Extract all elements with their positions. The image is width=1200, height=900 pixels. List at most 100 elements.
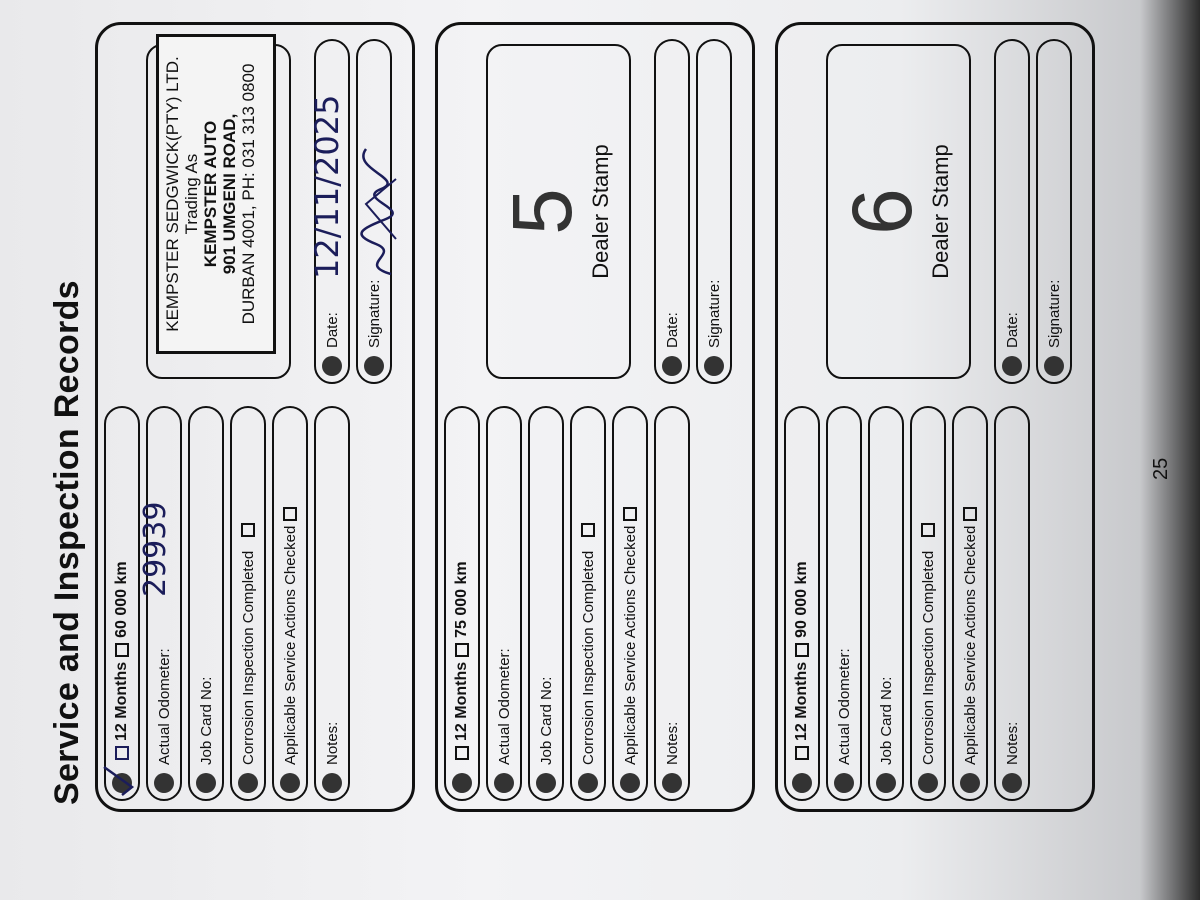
service-record-1: 12 Months 60 000 km Actual Odometer: Job… [95,22,415,812]
bullet-icon [620,773,640,793]
odometer-label: Actual Odometer: [495,648,513,765]
odometer-handwritten: 29939 [138,501,173,597]
dealer-rubber-stamp: KEMPSTER SEDGWICK(PTY) LTD. Trading As K… [156,34,276,354]
bullet-icon [452,773,472,793]
bullet-icon [154,773,174,793]
service-record-2: 12 Months 75 000 km Actual Odometer: Job… [435,22,755,812]
odometer-row: Actual Odometer: [826,406,862,801]
date-handwritten: 12/11/2025 [308,94,346,279]
dealer-stamp-box: 5 Dealer Stamp [486,44,631,379]
stamp-number: 6 [835,188,929,235]
actions-checkbox[interactable] [283,506,297,521]
km-label: 90 000 km [793,561,810,638]
bullet-icon [536,773,556,793]
months-label: 12 Months [453,661,470,741]
corrosion-label: Corrosion Inspection Completed [579,550,597,765]
tick-mark-icon [103,765,135,796]
odometer-row: Actual Odometer: [486,406,522,801]
actions-label: Applicable Service Actions Checked [961,525,979,765]
odometer-label: Actual Odometer: [835,648,853,765]
date-label: Date: [663,312,681,348]
actions-checkbox[interactable] [963,506,977,521]
notes-row: Notes: [654,406,690,801]
actions-checkbox[interactable] [623,506,637,521]
stamp-number: 5 [495,188,589,235]
date-row: Date: [654,39,690,384]
bullet-icon [196,773,216,793]
job-card-row: Job Card No: [188,406,224,801]
page-title: Service and Inspection Records [48,280,86,805]
months-checkbox[interactable] [455,746,469,760]
bullet-icon [918,773,938,793]
bullet-icon [364,356,384,376]
bullet-icon [322,356,342,376]
bullet-icon [1044,356,1064,376]
job-card-row: Job Card No: [528,406,564,801]
actions-row: Applicable Service Actions Checked [612,406,648,801]
bullet-icon [578,773,598,793]
date-label: Date: [1003,312,1021,348]
date-row: Date: [994,39,1030,384]
bullet-icon [834,773,854,793]
job-card-row: Job Card No: [868,406,904,801]
notes-label: Notes: [663,721,681,765]
notes-label: Notes: [323,721,341,765]
corrosion-row: Corrosion Inspection Completed [230,406,266,801]
signature-label: Signature: [365,279,383,348]
odometer-row: Actual Odometer: [146,406,182,801]
corrosion-checkbox[interactable] [921,522,935,537]
corrosion-checkbox[interactable] [241,522,255,537]
notes-label: Notes: [1003,721,1021,765]
bullet-icon [792,773,812,793]
dealer-stamp-label: Dealer Stamp [928,144,953,279]
signature-scribble-icon [360,148,397,276]
interval-row: 12 Months 60 000 km [104,406,140,801]
dealer-stamp-box: 6 Dealer Stamp [826,44,971,379]
notes-row: Notes: [314,406,350,801]
bullet-icon [662,773,682,793]
actions-row: Applicable Service Actions Checked [952,406,988,801]
job-card-label: Job Card No: [877,676,895,765]
bullet-icon [1002,356,1022,376]
dealer-stamp-label: Dealer Stamp [588,144,613,279]
months-label: 12 Months [113,661,130,741]
km-checkbox[interactable] [455,642,469,657]
job-card-label: Job Card No: [537,676,555,765]
corrosion-label: Corrosion Inspection Completed [239,550,257,765]
job-card-label: Job Card No: [197,676,215,765]
bullet-icon [494,773,514,793]
stamp-line: Trading As [182,153,201,235]
bullet-icon [704,356,724,376]
notes-row: Notes: [994,406,1030,801]
stamp-line: KEMPSTER AUTO [201,120,220,268]
signature-label: Signature: [705,279,723,348]
months-checkbox[interactable] [795,746,809,760]
actions-label: Applicable Service Actions Checked [621,525,639,765]
km-label: 75 000 km [453,561,470,638]
date-label: Date: [323,312,341,348]
actions-row: Applicable Service Actions Checked [272,406,308,801]
corrosion-label: Corrosion Inspection Completed [919,550,937,765]
km-checkbox[interactable] [795,642,809,657]
signature-label: Signature: [1045,279,1063,348]
page-number: 25 [1150,457,1172,480]
corrosion-checkbox[interactable] [581,522,595,537]
signature-row: Signature: [696,39,732,384]
bullet-icon [960,773,980,793]
months-checkbox[interactable] [115,746,129,760]
service-record-3: 12 Months 90 000 km Actual Odometer: Job… [775,22,1095,812]
corrosion-row: Corrosion Inspection Completed [570,406,606,801]
stamp-line: DURBAN 4001, PH: 031 313 0800 [239,63,258,325]
interval-row: 12 Months 75 000 km [444,406,480,801]
corrosion-row: Corrosion Inspection Completed [910,406,946,801]
bullet-icon [280,773,300,793]
bullet-icon [1002,773,1022,793]
km-checkbox[interactable] [115,642,129,657]
odometer-label: Actual Odometer: [155,648,173,765]
km-label: 60 000 km [113,561,130,638]
bullet-icon [662,356,682,376]
actions-label: Applicable Service Actions Checked [281,525,299,765]
bullet-icon [322,773,342,793]
